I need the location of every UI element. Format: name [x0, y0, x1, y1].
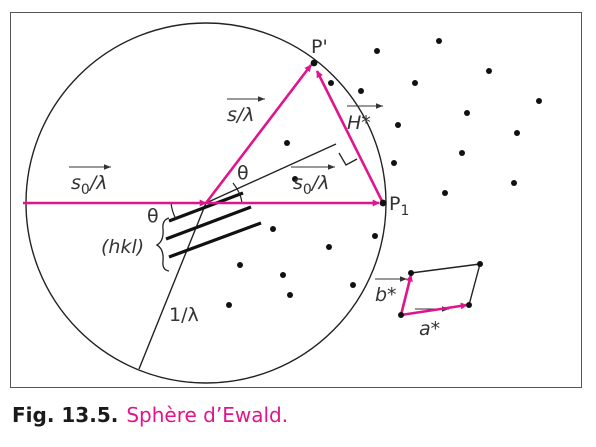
- label-s-over-lambda: s/λ: [227, 104, 255, 126]
- lattice-point: [226, 302, 232, 308]
- lattice-point: [412, 80, 418, 86]
- lattice-point: [284, 140, 290, 146]
- theta-arc-bottom: [170, 202, 177, 220]
- lattice-point: [379, 199, 387, 207]
- label-s0-right: s0/λ: [293, 172, 329, 198]
- lattice-point: [398, 312, 404, 318]
- label-s0-right-s: s: [293, 172, 303, 194]
- lattice-point: [408, 270, 414, 276]
- label-s0-left-s: s: [71, 172, 81, 194]
- lattice-point: [459, 150, 465, 156]
- reciprocal-lattice-points: [226, 38, 542, 318]
- caption-figure-number: Fig. 13.5.: [12, 403, 119, 427]
- label-theta-bottom: θ: [147, 205, 159, 227]
- label-s0-left-tail: /λ: [88, 172, 108, 194]
- label-b-star: b*: [375, 284, 397, 306]
- right-angle-marker: [338, 152, 358, 166]
- lattice-point: [374, 48, 380, 54]
- label-one-over-lambda: 1/λ: [169, 304, 199, 326]
- label-s0-right-tail: /λ: [310, 172, 330, 194]
- label-p-prime: P': [311, 36, 328, 58]
- lattice-point: [292, 176, 298, 182]
- caption-title: Sphère d’Ewald.: [126, 403, 289, 427]
- lattice-point: [391, 160, 397, 166]
- s-over-lambda-vector: [204, 64, 313, 204]
- lattice-point: [511, 180, 517, 186]
- theta-arc-top: [232, 182, 243, 204]
- label-a-star: a*: [419, 318, 440, 340]
- lattice-point: [477, 261, 483, 267]
- label-theta-top: θ: [237, 162, 249, 184]
- h-star-vector: [315, 70, 385, 204]
- lattice-point: [358, 88, 364, 94]
- lattice-point: [326, 244, 332, 250]
- lattice-point: [287, 292, 293, 298]
- lattice-point: [270, 226, 276, 232]
- plane-normal-line: [205, 143, 337, 204]
- a-star-vector: [400, 302, 468, 317]
- lattice-point: [464, 110, 470, 116]
- lattice-point: [442, 190, 448, 196]
- label-p1-base: P: [389, 193, 400, 215]
- lattice-point: [466, 302, 472, 308]
- unit-cell-edge-right: [468, 263, 481, 306]
- label-p1: P1: [389, 193, 409, 219]
- unit-cell-edge-top: [410, 263, 481, 274]
- lattice-point: [486, 68, 492, 74]
- diagram-frame: P' P1 s/λ H* θ θ s0/λ s0/λ (hkl) 1/λ b* …: [10, 12, 582, 388]
- lattice-point: [310, 59, 318, 67]
- crystal-plane-2: [165, 205, 252, 241]
- label-s0-left-sub: 0: [81, 182, 90, 198]
- lattice-point: [436, 38, 442, 44]
- label-hkl: (hkl): [101, 236, 144, 258]
- label-p1-sub: 1: [400, 203, 409, 219]
- crystal-plane-3: [168, 221, 262, 259]
- lattice-point: [372, 233, 378, 239]
- lattice-point: [328, 80, 334, 86]
- label-h-star: H*: [347, 112, 371, 134]
- lattice-point: [280, 272, 286, 278]
- label-s0-left: s0/λ: [71, 172, 107, 198]
- lattice-point: [514, 130, 520, 136]
- figure-caption: Fig. 13.5. Sphère d’Ewald.: [12, 403, 288, 428]
- ewald-sphere-diagram: P' P1 s/λ H* θ θ s0/λ s0/λ (hkl) 1/λ b* …: [23, 22, 542, 384]
- lattice-point: [395, 122, 401, 128]
- crystal-plane-1: [168, 191, 244, 223]
- lattice-point: [237, 262, 243, 268]
- radius-line: [138, 202, 207, 370]
- label-s0-right-sub: 0: [303, 182, 312, 198]
- lattice-point: [350, 282, 356, 288]
- b-star-vector: [399, 274, 413, 316]
- lattice-point: [536, 98, 542, 104]
- hkl-brace: [155, 217, 170, 272]
